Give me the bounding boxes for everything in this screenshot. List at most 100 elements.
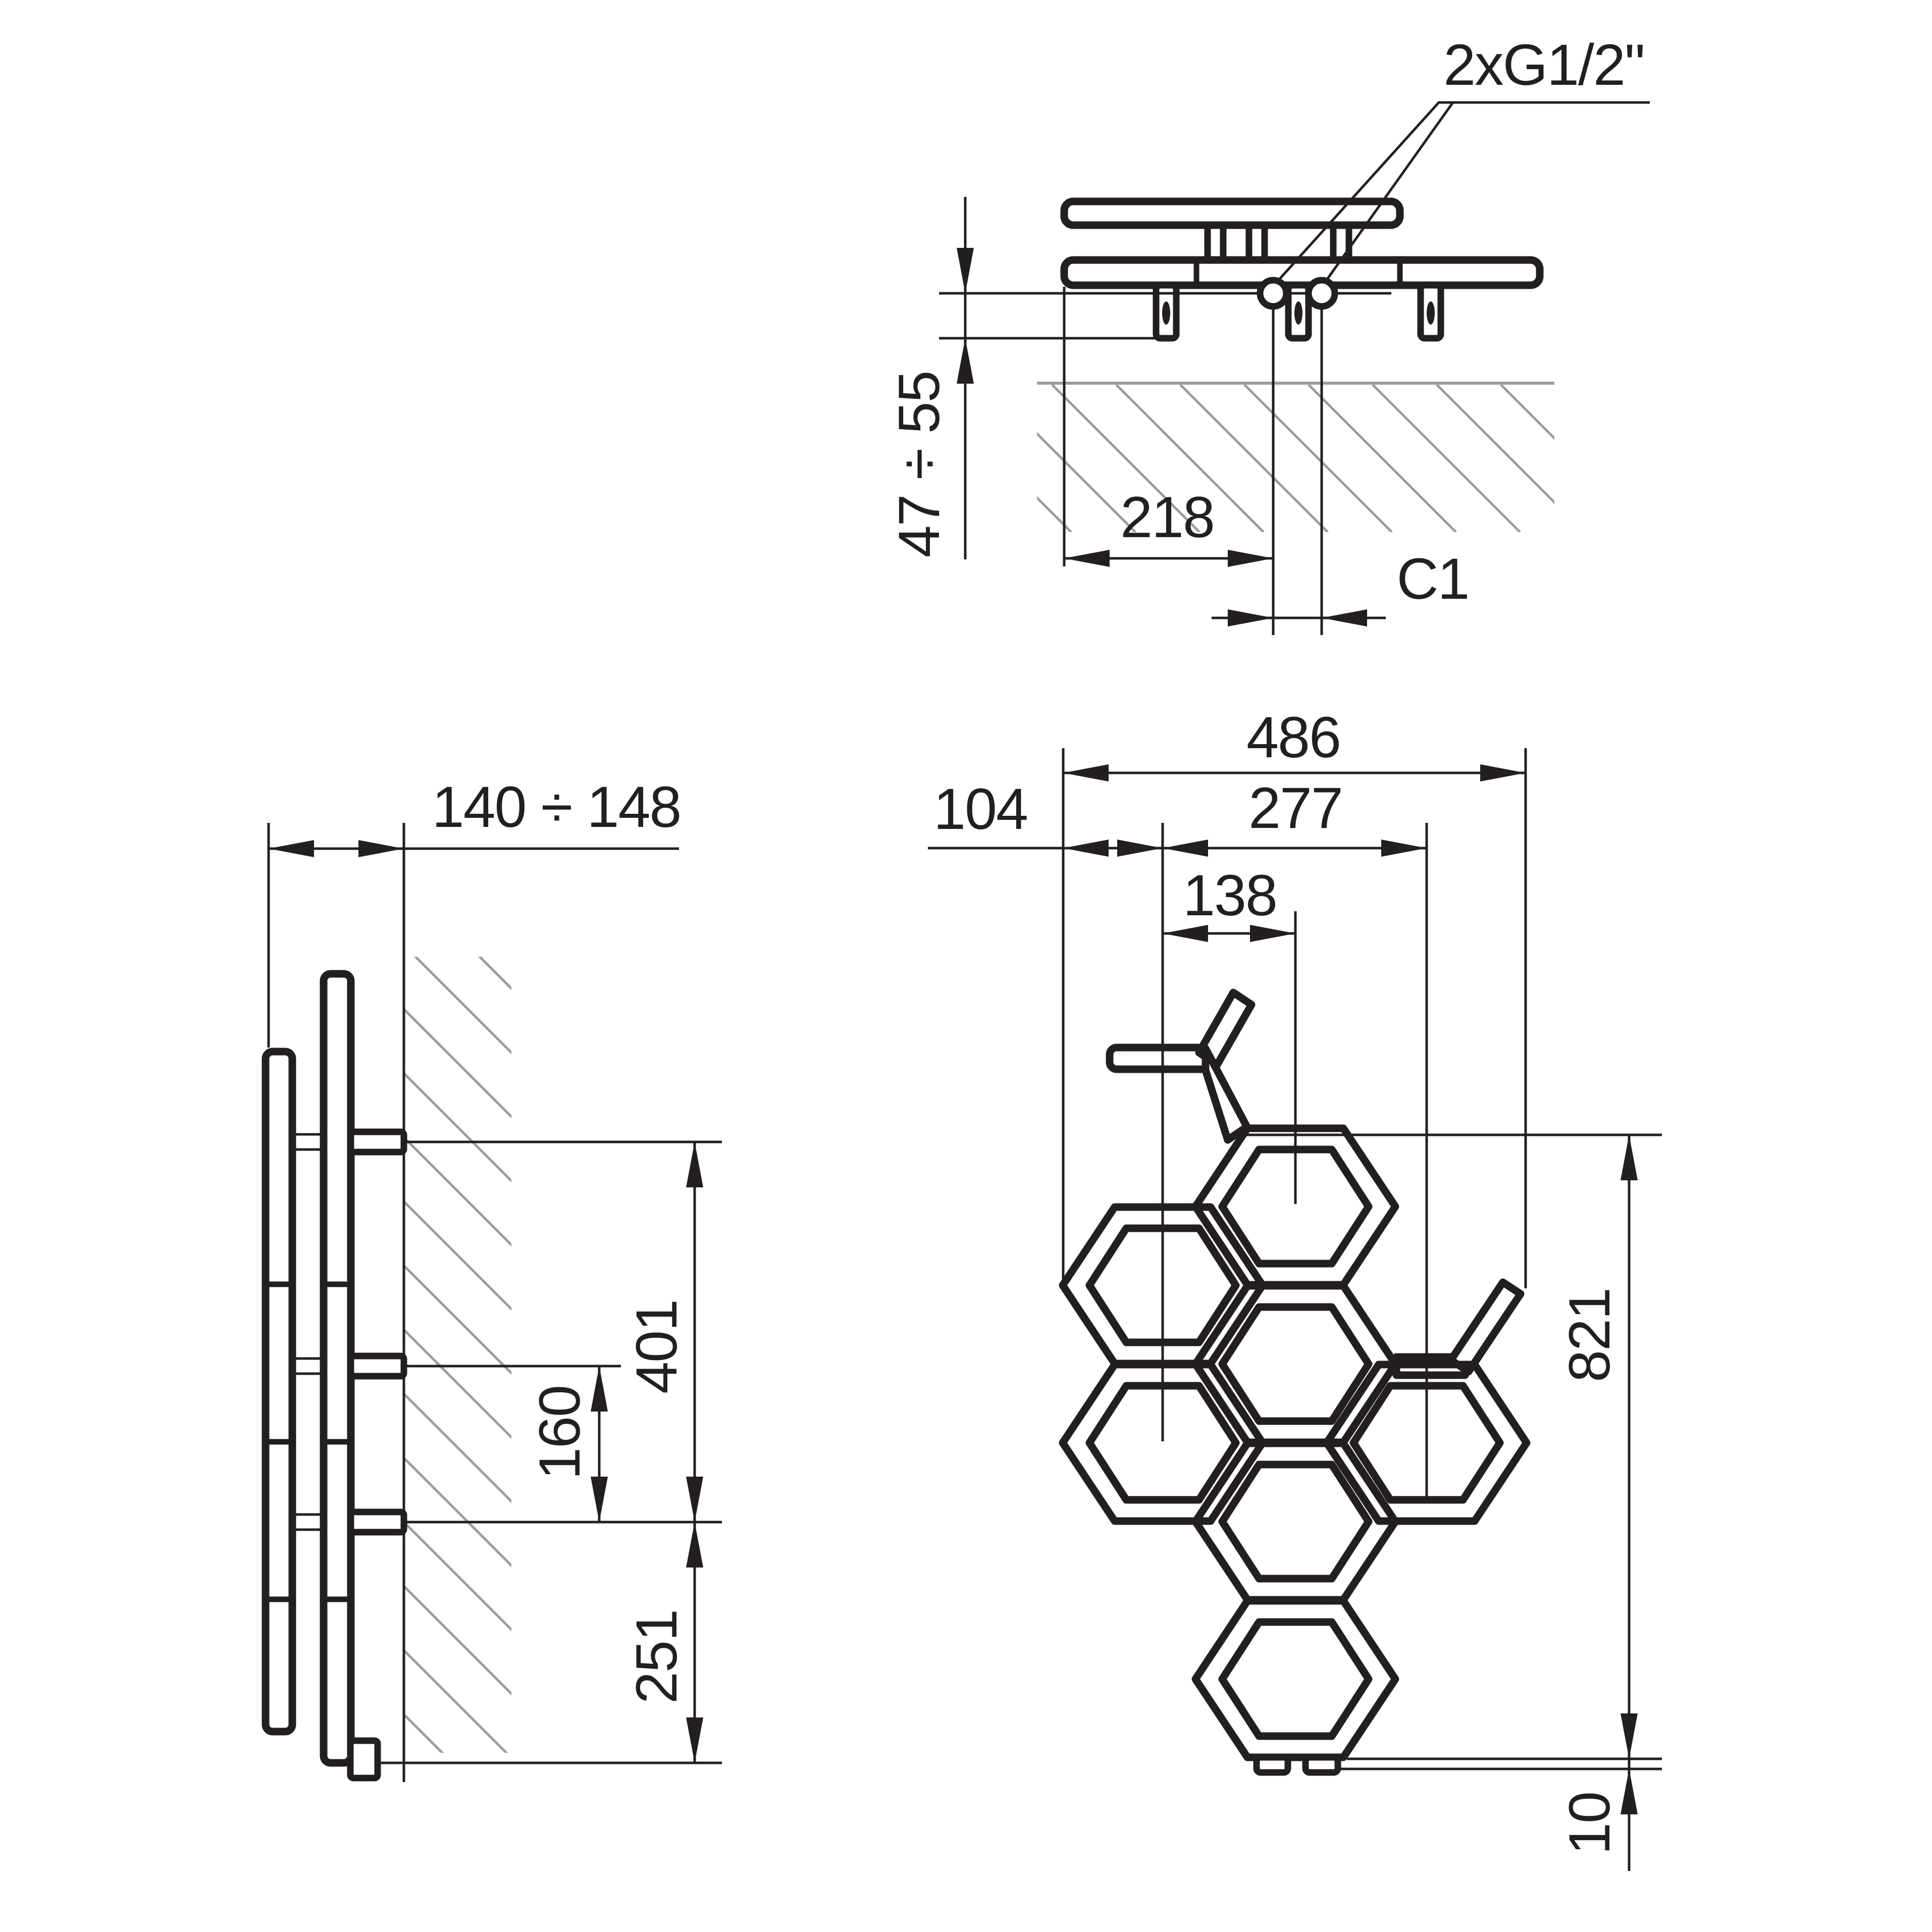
hatch-line bbox=[404, 1007, 511, 1119]
arrowhead bbox=[1621, 1713, 1638, 1759]
hex-cell-outer bbox=[1323, 1361, 1531, 1525]
hatch-line bbox=[1037, 496, 1072, 532]
top-bar-front-tubes bbox=[1060, 197, 1404, 229]
arrowhead bbox=[269, 840, 314, 857]
arrowhead bbox=[591, 1477, 608, 1522]
dim-label-138: 138 bbox=[1183, 863, 1277, 928]
dimension-arrowheads bbox=[269, 248, 1638, 1814]
arrowhead bbox=[957, 248, 974, 293]
bracket-slot bbox=[1294, 301, 1302, 325]
arrowhead bbox=[1621, 1135, 1638, 1180]
arrowhead bbox=[1063, 764, 1109, 781]
arrowhead bbox=[1621, 1769, 1638, 1814]
bracket-slot bbox=[1162, 301, 1170, 325]
bottom-connection-tab bbox=[1302, 1754, 1341, 1776]
arrowhead bbox=[1163, 840, 1208, 857]
left-inlet-stub bbox=[1106, 1043, 1212, 1073]
dimension-line bbox=[1323, 101, 1454, 284]
hatch-line bbox=[1308, 385, 1457, 532]
arrowhead bbox=[957, 338, 974, 384]
hatch-line bbox=[404, 1584, 511, 1696]
arrowhead bbox=[1163, 925, 1208, 942]
hex-cell-inner bbox=[1218, 1303, 1373, 1425]
arrowhead bbox=[1228, 609, 1273, 626]
hatch-line bbox=[1037, 432, 1136, 532]
hatch-line bbox=[404, 1264, 511, 1375]
arrowhead bbox=[1228, 550, 1273, 567]
dim-label-bracket-offset: 218 bbox=[1120, 485, 1214, 550]
hatch-line bbox=[1372, 385, 1521, 532]
dim-label-width: 486 bbox=[1246, 705, 1340, 770]
arrowhead bbox=[1063, 840, 1109, 857]
hatch-line bbox=[404, 1712, 444, 1753]
arrowhead bbox=[686, 1142, 703, 1187]
dim-label-depth: 140 ÷ 148 bbox=[432, 775, 681, 840]
pipe-connection-circle bbox=[1305, 277, 1338, 310]
bracket-slot bbox=[1427, 301, 1435, 325]
hatch-line bbox=[404, 1392, 511, 1503]
side-view-wall-hatch bbox=[404, 957, 511, 1753]
hex-cell-inner bbox=[1218, 1460, 1373, 1583]
side-wall-bracket bbox=[347, 1128, 407, 1156]
side-back-tube-bar bbox=[320, 970, 355, 1767]
dim-label-connection-spacing: C1 bbox=[1396, 547, 1469, 611]
arrowhead bbox=[686, 1477, 703, 1522]
arrowhead bbox=[1480, 764, 1526, 781]
hatch-line bbox=[1436, 385, 1554, 504]
hatch-line bbox=[1179, 385, 1329, 532]
bottom-connection-tab bbox=[1253, 1754, 1291, 1776]
dim-label-wall-clearance: 47 ÷ 55 bbox=[887, 372, 952, 558]
hex-cell-inner bbox=[1085, 1382, 1240, 1504]
hatch-line bbox=[404, 1648, 508, 1753]
hatch-line bbox=[1051, 385, 1200, 532]
hatch-line bbox=[404, 1135, 511, 1247]
connection-thread-label: 2xG1/2" bbox=[1443, 33, 1644, 97]
hatch-line bbox=[478, 957, 511, 990]
arrowhead bbox=[1381, 840, 1427, 857]
hatch-line bbox=[404, 1328, 511, 1439]
dim-label-401: 401 bbox=[624, 1300, 689, 1394]
dim-label-277: 277 bbox=[1248, 776, 1342, 841]
hatch-line bbox=[404, 1520, 511, 1632]
dim-label-10: 10 bbox=[1557, 1792, 1622, 1855]
hatch-line bbox=[404, 1071, 511, 1183]
arrowhead bbox=[686, 1717, 703, 1763]
dim-label-251: 251 bbox=[624, 1610, 689, 1704]
dimension-labels: 2xG1/2" 47 ÷ 55 218 C1 140 ÷ 148 401 160… bbox=[432, 33, 1645, 1855]
arrowhead bbox=[1250, 925, 1295, 942]
arrowhead bbox=[1064, 550, 1110, 567]
side-front-tube-bar bbox=[262, 1048, 296, 1736]
lower-bar-back-tubes bbox=[1060, 256, 1544, 289]
side-wall-bracket bbox=[347, 1352, 407, 1380]
hatch-line bbox=[404, 1199, 511, 1311]
side-bottom-foot bbox=[347, 1737, 381, 1782]
dim-label-104: 104 bbox=[933, 777, 1027, 842]
hatch-line bbox=[1115, 385, 1265, 532]
right-outlet-stub bbox=[1447, 1278, 1525, 1376]
hex-cell-inner bbox=[1085, 1224, 1240, 1346]
hex-cell-inner bbox=[1218, 1618, 1373, 1740]
dim-label-160: 160 bbox=[528, 1386, 592, 1480]
connection-circles bbox=[1257, 277, 1338, 310]
side-view bbox=[262, 970, 407, 1782]
arrowhead bbox=[358, 840, 404, 857]
arrowhead bbox=[686, 1522, 703, 1568]
wall-hatching bbox=[404, 382, 1554, 1753]
hex-cell-inner bbox=[1349, 1382, 1504, 1504]
arrowhead bbox=[1117, 840, 1163, 857]
arrowhead bbox=[1322, 609, 1367, 626]
pipe-connection-circle bbox=[1257, 277, 1290, 310]
hex-cell-outer bbox=[1191, 1597, 1399, 1761]
left-stub-lower-branch bbox=[1202, 1045, 1251, 1144]
front-view-hex-radiator bbox=[1059, 988, 1531, 1776]
hex-cell-inner bbox=[1218, 1145, 1373, 1268]
hatch-line bbox=[1500, 385, 1554, 440]
dimension-line bbox=[1275, 101, 1440, 284]
arrowhead bbox=[591, 1366, 608, 1412]
top-view bbox=[1060, 197, 1544, 342]
hatch-line bbox=[413, 957, 511, 1055]
hatch-line bbox=[1243, 385, 1393, 532]
dim-label-height: 821 bbox=[1557, 1288, 1622, 1382]
